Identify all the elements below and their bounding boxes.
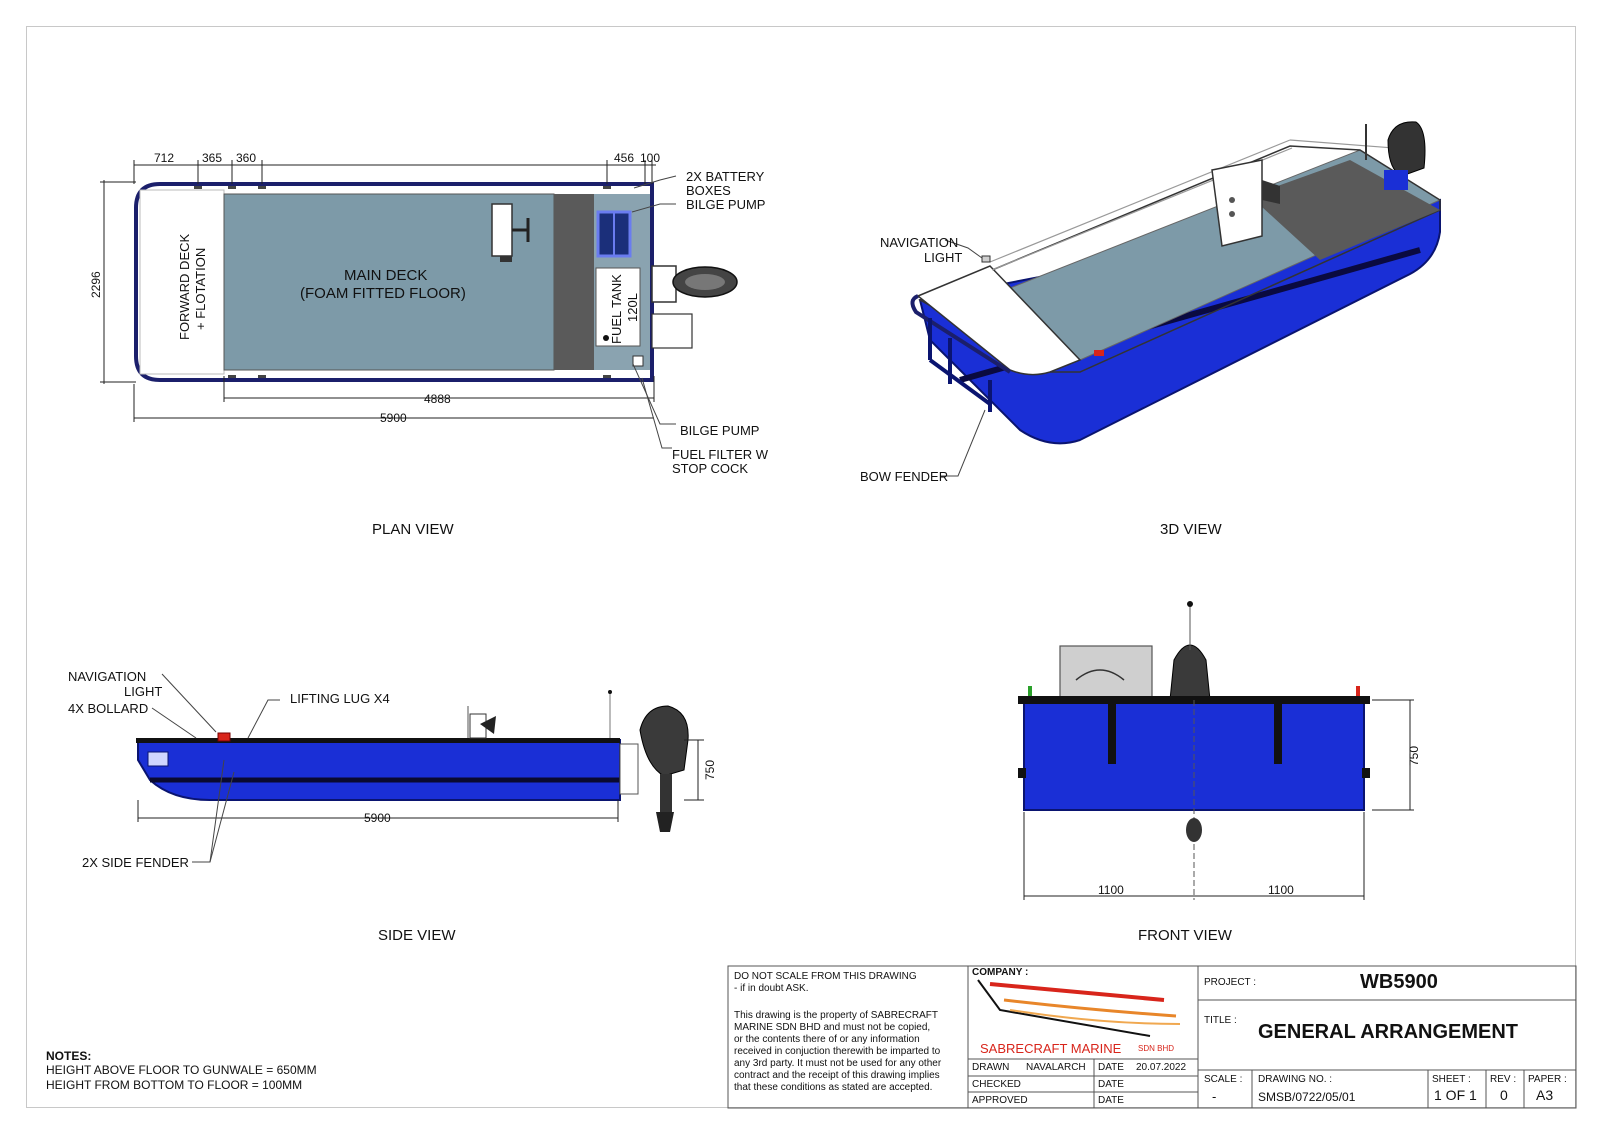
front-view (1018, 601, 1414, 900)
paper-label: PAPER : (1528, 1074, 1567, 1085)
company-suffix: SDN BHD (1138, 1044, 1175, 1053)
bilge-pump-bottom-label: BILGE PUMP (680, 423, 760, 438)
foam-floor-label: (FOAM FITTED FLOOR) (300, 285, 466, 302)
notes-line-1: HEIGHT ABOVE FLOOR TO GUNWALE = 650MM (46, 1063, 317, 1077)
forward-deck (139, 189, 225, 375)
project-value: WB5900 (1360, 971, 1438, 993)
dim-4888: 4888 (424, 392, 451, 406)
bow-fender-label: BOW FENDER (860, 469, 949, 484)
legal-line: that these conditions as stated are acce… (734, 1082, 933, 1093)
drawn-date-value: 20.07.2022 (1136, 1062, 1187, 1073)
dim-360: 360 (236, 151, 257, 165)
dim-5900: 5900 (380, 411, 407, 425)
main-deck (223, 193, 555, 371)
notes-heading: NOTES: (46, 1049, 92, 1063)
legal-line: contract and the receipt of this drawing… (734, 1070, 940, 1081)
drawn-label: DRAWN (972, 1062, 1010, 1073)
side-hull (137, 739, 621, 801)
side-nav-light-label-2: LIGHT (124, 684, 163, 699)
front-outboard-engine (1169, 644, 1211, 701)
side-outboard-engine (639, 705, 689, 777)
title-value: GENERAL ARRANGEMENT (1258, 1021, 1519, 1043)
sheet-value: 1 OF 1 (1434, 1087, 1477, 1103)
plan-view-caption: PLAN VIEW (372, 521, 454, 538)
engine-bracket (651, 265, 677, 303)
fuel-tank (595, 267, 641, 347)
drawing-no-label: DRAWING NO. : (1258, 1074, 1333, 1085)
disclaimer-line-2: - if in doubt ASK. (734, 983, 809, 994)
legal-line: MARINE SDN BHD and must not be copied, (734, 1022, 931, 1033)
dim-2296: 2296 (89, 271, 103, 298)
sheet-label: SHEET : (1432, 1074, 1471, 1085)
3d-helm-console (1211, 159, 1263, 247)
legal-line: any 3rd party. It must not be used for a… (734, 1058, 942, 1069)
side-nav-light-label: NAVIGATION (68, 669, 147, 684)
front-dim-1100-left: 1100 (1098, 883, 1124, 897)
bollard-label: 4X BOLLARD (68, 701, 149, 716)
legal-line: received in conjuction therewith be impa… (734, 1046, 941, 1057)
main-deck-label: MAIN DECK (344, 267, 428, 284)
checked-label: CHECKED (972, 1079, 1021, 1090)
fuel-tank-label: FUEL TANK (609, 274, 624, 344)
rev-value: 0 (1500, 1087, 1508, 1103)
flotation-label: + FLOTATION (193, 247, 208, 330)
3d-hull-side (918, 198, 1441, 445)
paper-value: A3 (1536, 1087, 1554, 1103)
rev-label: REV : (1490, 1074, 1517, 1085)
side-dim-5900: 5900 (364, 811, 391, 825)
battery-boxes-label: BOXES (686, 183, 731, 198)
forward-deck-label: FORWARD DECK (177, 233, 192, 340)
plan-view (100, 160, 738, 449)
3d-forward-deck (916, 265, 1082, 376)
side-nav-light (217, 732, 231, 742)
legal-text: This drawing is the property of SABRECRA… (734, 1010, 964, 1094)
drawing-no-value: SMSB/0722/05/01 (1258, 1090, 1356, 1104)
bilge-pump-top-label: BILGE PUMP (686, 197, 766, 212)
console-strip (554, 194, 594, 370)
dim-365: 365 (202, 151, 223, 165)
3d-view-caption: 3D VIEW (1160, 521, 1222, 538)
legal-line: or the contents there of or any informat… (734, 1034, 920, 1045)
drawn-value: NAVALARCH (1026, 1062, 1086, 1073)
front-dim-750: 750 (1407, 745, 1421, 766)
approved-date-label: DATE (1098, 1095, 1124, 1106)
3d-outboard-engine (1387, 121, 1426, 177)
3d-nav-light-label-2: LIGHT (924, 250, 963, 265)
front-console (1059, 645, 1153, 701)
company-label: COMPANY : (972, 967, 1029, 978)
company-logo (977, 979, 1181, 1037)
side-view-caption: SIDE VIEW (378, 927, 456, 944)
front-dim-1100-right: 1100 (1268, 883, 1294, 897)
company-name: SABRECRAFT MARINE (980, 1041, 1122, 1056)
scale-value: - (1212, 1089, 1217, 1104)
dim-456: 456 (614, 151, 635, 165)
stop-cock-label: STOP COCK (672, 461, 749, 476)
side-view (136, 673, 704, 863)
swim-step (651, 313, 693, 349)
helm-console (491, 203, 513, 257)
disclaimer-line-1: DO NOT SCALE FROM THIS DRAWING (734, 971, 917, 982)
dim-100: 100 (640, 151, 661, 165)
approved-label: APPROVED (972, 1095, 1028, 1106)
side-fender-label: 2X SIDE FENDER (82, 855, 189, 870)
scale-label: SCALE : (1204, 1074, 1243, 1085)
checked-date-label: DATE (1098, 1079, 1124, 1090)
fuel-capacity-label: 120L (625, 293, 640, 322)
3d-view (910, 121, 1442, 477)
title-label: TITLE : (1204, 1015, 1237, 1026)
dim-712: 712 (154, 151, 175, 165)
lifting-lug-label: LIFTING LUG X4 (290, 691, 390, 706)
3d-nav-light-label: NAVIGATION (880, 235, 959, 250)
battery-label: 2X BATTERY (686, 169, 765, 184)
fuel-filter-label: FUEL FILTER W (672, 447, 769, 462)
notes-line-2: HEIGHT FROM BOTTOM TO FLOOR = 100MM (46, 1078, 303, 1092)
project-label: PROJECT : (1204, 977, 1257, 988)
drawn-date-label: DATE (1098, 1062, 1124, 1073)
legal-line: This drawing is the property of SABRECRA… (734, 1010, 938, 1021)
front-view-caption: FRONT VIEW (1138, 927, 1232, 944)
title-block-lines (727, 965, 1577, 1109)
side-dim-750: 750 (703, 759, 717, 780)
